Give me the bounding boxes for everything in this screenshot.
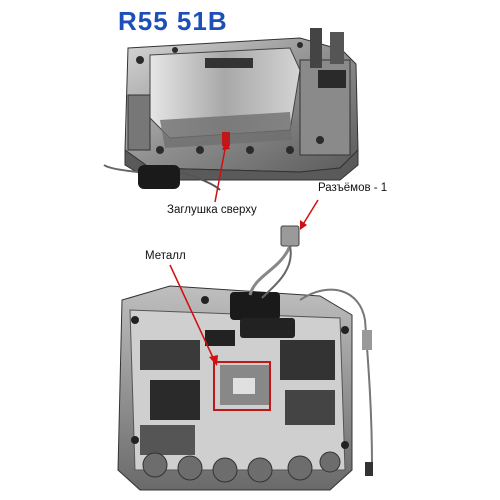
metal-arrow xyxy=(169,264,216,363)
metal-highlight-box xyxy=(213,361,271,411)
metal-label: Металл xyxy=(145,250,186,262)
model-title: R55 51B xyxy=(118,6,228,36)
valve-body-bottom-photo xyxy=(117,225,373,491)
valve-body-top-photo xyxy=(103,28,359,191)
plug-arrow xyxy=(214,143,227,203)
connector-arrow xyxy=(301,199,319,227)
top-plug-label: Заглушка сверху xyxy=(167,204,257,216)
connectors-label: Разъёмов - 1 xyxy=(318,182,388,194)
